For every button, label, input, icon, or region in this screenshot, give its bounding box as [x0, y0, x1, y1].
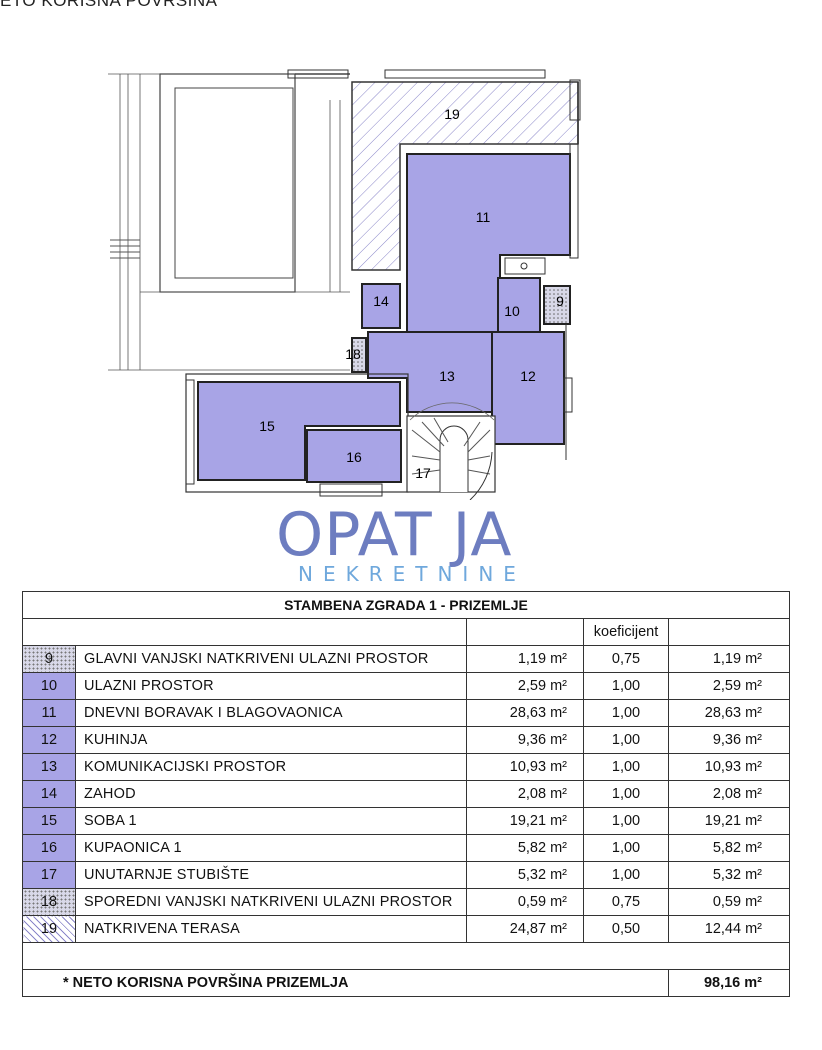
room-area: 1,19 m² — [466, 645, 584, 673]
room-net-area: 5,32 m² — [668, 861, 790, 889]
room-net-area: 1,19 m² — [668, 645, 790, 673]
room-area: 2,08 m² — [466, 780, 584, 808]
room-coefficient: 1,00 — [583, 861, 669, 889]
room-12-kitchen — [491, 331, 565, 445]
room-coefficient: 0,75 — [583, 888, 669, 916]
company-logo: OPAT JA NEKRETNINE — [262, 498, 562, 590]
room-number: 10 — [22, 672, 76, 700]
room-18-side-porch — [351, 337, 367, 373]
room-coefficient: 1,00 — [583, 672, 669, 700]
room-name: GLAVNI VANJSKI NATKRIVENI ULAZNI PROSTOR — [75, 645, 467, 673]
room-net-area: 2,59 m² — [668, 672, 790, 700]
room-16-bathroom — [306, 429, 402, 483]
plan-label: 11 — [476, 209, 491, 225]
room-9-porch — [543, 285, 571, 325]
room-coefficient: 1,00 — [583, 726, 669, 754]
room-coefficient: 1,00 — [583, 780, 669, 808]
room-number: 18 — [22, 888, 76, 916]
room-number: 9 — [22, 645, 76, 673]
room-area: 5,32 m² — [466, 861, 584, 889]
room-net-area: 10,93 m² — [668, 753, 790, 781]
room-name: UNUTARNJE STUBIŠTE — [75, 861, 467, 889]
plan-label: 9 — [556, 293, 564, 309]
plan-label: 13 — [439, 368, 455, 384]
plan-label: 14 — [373, 293, 389, 309]
area-table: STAMBENA ZGRADA 1 - PRIZEMLJE koeficijen… — [22, 591, 790, 997]
plan-label: 17 — [415, 465, 431, 481]
table-title: STAMBENA ZGRADA 1 - PRIZEMLJE — [22, 591, 790, 619]
logo-main-text: OPAT JA — [276, 500, 513, 570]
room-net-area: 9,36 m² — [668, 726, 790, 754]
room-name: ZAHOD — [75, 780, 467, 808]
room-net-area: 0,59 m² — [668, 888, 790, 916]
room-net-area: 19,21 m² — [668, 807, 790, 835]
room-area: 9,36 m² — [466, 726, 584, 754]
room-10-entrance — [497, 277, 541, 333]
room-number: 15 — [22, 807, 76, 835]
room-area: 19,21 m² — [466, 807, 584, 835]
plan-label: 10 — [504, 303, 520, 319]
logo-sub-text: NEKRETNINE — [298, 562, 526, 586]
room-area: 2,59 m² — [466, 672, 584, 700]
total-row: * NETO KORISNA POVRŠINA PRIZEMLJA 98,16 … — [22, 969, 790, 997]
plan-label: 19 — [444, 106, 460, 122]
room-coefficient: 1,00 — [583, 699, 669, 727]
page-heading: ETO KORISNA POVRŠINA — [0, 0, 218, 10]
plan-label: 12 — [520, 368, 536, 384]
room-name: KUHINJA — [75, 726, 467, 754]
room-coefficient: 0,75 — [583, 645, 669, 673]
room-coefficient: 0,50 — [583, 915, 669, 943]
room-coefficient: 1,00 — [583, 753, 669, 781]
plan-label: 18 — [345, 346, 361, 362]
room-name: KOMUNIKACIJSKI PROSTOR — [75, 753, 467, 781]
coef-header: koeficijent — [583, 618, 669, 646]
room-area: 28,63 m² — [466, 699, 584, 727]
plan-label: 15 — [259, 418, 275, 434]
room-name: SPOREDNI VANJSKI NATKRIVENI ULAZNI PROST… — [75, 888, 467, 916]
room-number: 11 — [22, 699, 76, 727]
room-area: 10,93 m² — [466, 753, 584, 781]
room-number: 16 — [22, 834, 76, 862]
total-label: * NETO KORISNA POVRŠINA PRIZEMLJA — [22, 969, 669, 997]
total-value: 98,16 m² — [668, 969, 790, 997]
room-name: NATKRIVENA TERASA — [75, 915, 467, 943]
room-number: 17 — [22, 861, 76, 889]
room-area: 24,87 m² — [466, 915, 584, 943]
room-name: SOBA 1 — [75, 807, 467, 835]
pool-inner — [174, 87, 294, 279]
room-number: 13 — [22, 753, 76, 781]
room-number: 14 — [22, 780, 76, 808]
room-area: 0,59 m² — [466, 888, 584, 916]
pool-outer — [159, 73, 296, 293]
room-name: ULAZNI PROSTOR — [75, 672, 467, 700]
room-number: 19 — [22, 915, 76, 943]
floor-plan: 19 11 14 10 9 18 13 12 15 16 17 — [108, 69, 581, 500]
room-number: 12 — [22, 726, 76, 754]
room-net-area: 28,63 m² — [668, 699, 790, 727]
room-net-area: 5,82 m² — [668, 834, 790, 862]
plan-label: 16 — [346, 449, 362, 465]
room-area: 5,82 m² — [466, 834, 584, 862]
room-14-wc — [361, 283, 401, 329]
room-net-area: 12,44 m² — [668, 915, 790, 943]
room-coefficient: 1,00 — [583, 834, 669, 862]
room-name: DNEVNI BORAVAK I BLAGOVAONICA — [75, 699, 467, 727]
room-coefficient: 1,00 — [583, 807, 669, 835]
room-15-bedroom — [197, 381, 401, 481]
room-net-area: 2,08 m² — [668, 780, 790, 808]
room-name: KUPAONICA 1 — [75, 834, 467, 862]
